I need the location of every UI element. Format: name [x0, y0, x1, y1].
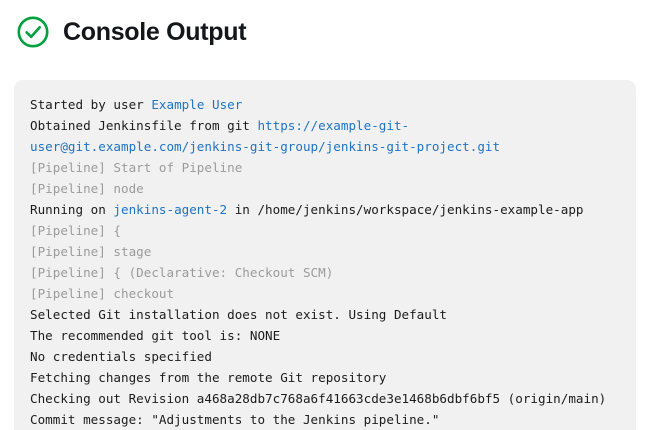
console-log-line: Checking out Revision a468a28db7c768a6f4… — [30, 391, 607, 406]
console-log-line: Obtained Jenkinsfile from git https://ex… — [30, 118, 501, 154]
console-log-line: [Pipeline] stage — [30, 244, 152, 259]
console-log-link[interactable]: jenkins-agent-2 — [113, 202, 228, 217]
console-log-line: The recommended git tool is: NONE — [30, 328, 281, 343]
console-log-line: [Pipeline] node — [30, 181, 144, 196]
console-log-link[interactable]: https://example-git-user@git.example.com… — [30, 118, 501, 154]
console-log-line: Started by user Example User — [30, 97, 243, 112]
console-log-line: Selected Git installation does not exist… — [30, 307, 448, 322]
console-log-line: No credentials specified — [30, 349, 212, 364]
console-log-line: [Pipeline] Start of Pipeline — [30, 160, 243, 175]
check-circle-icon — [16, 15, 50, 49]
page-title: Console Output — [63, 17, 247, 46]
console-log-line: Fetching changes from the remote Git rep… — [30, 370, 387, 385]
console-log-line: Commit message: "Adjustments to the Jenk… — [30, 412, 440, 427]
console-log-line: [Pipeline] { (Declarative: Checkout SCM) — [30, 265, 334, 280]
console-log-link[interactable]: Example User — [151, 97, 243, 112]
page-header: Console Output — [0, 0, 650, 50]
console-log-line: [Pipeline] checkout — [30, 286, 175, 301]
console-log-line: [Pipeline] { — [30, 223, 121, 238]
console-log-line: Running on jenkins-agent-2 in /home/jenk… — [30, 202, 584, 217]
